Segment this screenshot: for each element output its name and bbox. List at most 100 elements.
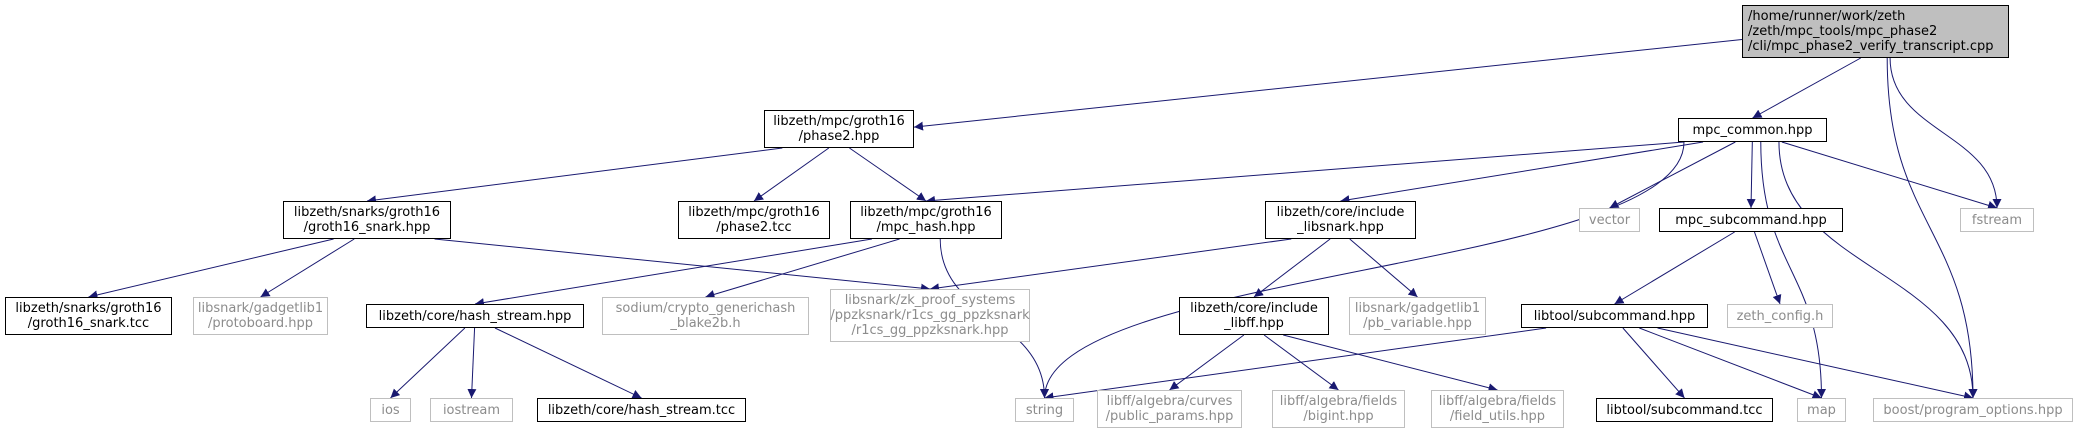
edge-mpc-common-to-program-options	[1778, 141, 1978, 399]
node-program-options: boost/program_options.hpp	[1873, 398, 2073, 422]
edge-libtool-subcommand-to-subcommand-tcc	[1622, 327, 1685, 399]
node-label-line: /bigint.hpp	[1303, 409, 1374, 424]
node-label-line: libsnark/gadgetlib1	[1354, 301, 1481, 316]
node-sodium: sodium/crypto_generichash_blake2b.h	[602, 297, 809, 335]
node-hash-stream-tcc[interactable]: libzeth/core/hash_stream.tcc	[537, 398, 746, 422]
node-ios: ios	[370, 398, 411, 422]
node-label-line: /phase2.tcc	[716, 220, 792, 235]
node-hash-stream[interactable]: libzeth/core/hash_stream.hpp	[366, 304, 584, 328]
edge-root-to-fstream	[1889, 57, 2002, 209]
node-label-line: /groth16_snark.hpp	[303, 220, 431, 235]
edge-groth16-snark-to-protoboard	[260, 238, 355, 298]
edge-core-libsnark-to-core-libff	[1253, 238, 1331, 298]
node-protoboard: libsnark/gadgetlib1/protoboard.hpp	[193, 297, 328, 335]
node-label-line: zeth_config.h	[1736, 308, 1824, 324]
node-mpc-hash[interactable]: libzeth/mpc/groth16/mpc_hash.hpp	[850, 201, 1002, 239]
node-groth16-snark[interactable]: libzeth/snarks/groth16/groth16_snark.hpp	[283, 201, 451, 239]
node-label-line: /pb_variable.hpp	[1363, 316, 1472, 331]
node-label-line: /groth16_snark.tcc	[27, 316, 150, 331]
node-subcommand-tcc[interactable]: libtool/subcommand.tcc	[1596, 398, 1773, 422]
node-label-line: _blake2b.h	[670, 316, 741, 331]
node-vector: vector	[1579, 208, 1640, 232]
edge-phase2-to-mpc-hash	[849, 147, 927, 202]
edge-mpc-common-to-mpc-hash	[925, 141, 1685, 205]
edge-groth16-snark-to-r1cs-ppzksnark	[434, 238, 931, 293]
node-root: /home/runner/work/zeth/zeth/mpc_tools/mp…	[1742, 5, 2009, 58]
edge-mpc-subcommand-to-libtool-subcommand	[1614, 231, 1735, 305]
node-label-line: vector	[1588, 212, 1631, 228]
node-label-line: /r1cs_gg_ppzksnark.hpp	[851, 323, 1009, 338]
node-label-line: /zeth/mpc_tools/mpc_phase2	[1748, 24, 1938, 39]
node-pb-variable: libsnark/gadgetlib1/pb_variable.hpp	[1349, 297, 1486, 335]
edge-core-libsnark-to-r1cs-ppzksnark	[929, 238, 1292, 293]
edge-mpc-common-to-mpc-subcommand	[1746, 141, 1756, 209]
node-bigint: libff/algebra/fields/bigint.hpp	[1272, 390, 1405, 428]
edge-mpc-hash-to-sodium	[705, 238, 900, 299]
node-map: map	[1797, 398, 1846, 422]
node-label-line: libff/algebra/fields	[1279, 394, 1398, 409]
node-mpc-subcommand[interactable]: mpc_subcommand.hpp	[1659, 208, 1843, 232]
node-iostream: iostream	[430, 398, 513, 422]
node-label-line: map	[1807, 402, 1836, 418]
node-mpc-common[interactable]: mpc_common.hpp	[1678, 118, 1827, 142]
node-label-line: libzeth/core/hash_stream.tcc	[547, 402, 736, 418]
edge-hash-stream-to-iostream	[467, 327, 477, 399]
edge-mpc-common-to-string	[1040, 141, 1685, 399]
node-public-params: libff/algebra/curves/public_params.hpp	[1097, 390, 1242, 428]
node-label-line: mpc_common.hpp	[1692, 122, 1813, 138]
edge-mpc-common-to-core-libsnark	[1340, 141, 1704, 204]
edge-hash-stream-to-ios	[390, 327, 466, 399]
node-label-line: /cli/mpc_phase2_verify_transcript.cpp	[1748, 39, 1994, 54]
edge-root-to-mpc-common	[1752, 57, 1861, 119]
node-label-line: mpc_subcommand.hpp	[1675, 212, 1827, 228]
node-label-line: libzeth/core/include	[1190, 301, 1318, 316]
edge-phase2-to-groth16-snark	[366, 147, 783, 205]
node-string: string	[1015, 398, 1074, 422]
edge-core-libsnark-to-pb-variable	[1349, 238, 1418, 298]
node-label-line: string	[1025, 402, 1064, 418]
node-label-line: libzeth/snarks/groth16	[293, 205, 441, 220]
node-libtool-subcommand[interactable]: libtool/subcommand.hpp	[1521, 304, 1708, 328]
node-phase2[interactable]: libzeth/mpc/groth16/phase2.hpp	[764, 110, 914, 148]
node-field-utils: libff/algebra/fields/field_utils.hpp	[1431, 390, 1564, 428]
node-label-line: /protoboard.hpp	[207, 316, 314, 331]
node-label-line: /home/runner/work/zeth	[1748, 9, 1906, 24]
node-label-line: iostream	[442, 402, 501, 418]
node-label-line: ios	[381, 402, 400, 418]
node-label-line: libzeth/snarks/groth16	[15, 301, 162, 316]
node-groth16-snark-tcc[interactable]: libzeth/snarks/groth16/groth16_snark.tcc	[5, 297, 172, 335]
node-label-line: libsnark/zk_proof_systems	[844, 293, 1016, 308]
edge-hash-stream-to-hash-stream-tcc	[494, 327, 642, 399]
edge-core-libff-to-field-utils	[1283, 334, 1498, 393]
node-label-line: libtool/subcommand.tcc	[1606, 402, 1763, 418]
node-label-line: libzeth/mpc/groth16	[860, 205, 992, 220]
node-fstream: fstream	[1960, 208, 2034, 232]
node-label-line: boost/program_options.hpp	[1883, 402, 2063, 418]
edge-libtool-subcommand-to-program-options	[1657, 327, 1974, 401]
edge-mpc-hash-to-hash-stream	[474, 238, 872, 307]
edge-libtool-subcommand-to-map	[1639, 327, 1822, 399]
node-label-line: libzeth/mpc/groth16	[688, 205, 820, 220]
edge-mpc-common-to-fstream	[1781, 141, 1998, 210]
node-label-line: libtool/subcommand.hpp	[1533, 308, 1696, 324]
node-label-line: libzeth/mpc/groth16	[773, 114, 905, 129]
node-label-line: /ppzksnark/r1cs_gg_ppzksnark	[830, 308, 1030, 323]
node-label-line: libff/algebra/curves	[1106, 394, 1233, 409]
node-label-line: libzeth/core/include	[1276, 205, 1405, 220]
node-phase2-tcc[interactable]: libzeth/mpc/groth16/phase2.tcc	[678, 201, 830, 239]
node-label-line: libff/algebra/fields	[1438, 394, 1557, 409]
node-r1cs-ppzksnark: libsnark/zk_proof_systems/ppzksnark/r1cs…	[830, 289, 1030, 342]
node-label-line: /mpc_hash.hpp	[876, 220, 976, 235]
node-label-line: _libsnark.hpp	[1297, 220, 1384, 235]
node-zeth-config: zeth_config.h	[1727, 304, 1833, 328]
edge-root-to-program-options	[1886, 57, 1978, 399]
edge-phase2-to-phase2-tcc	[753, 147, 830, 202]
edge-core-libff-to-public-params	[1169, 334, 1245, 391]
node-core-libsnark[interactable]: libzeth/core/include_libsnark.hpp	[1265, 201, 1416, 239]
edge-mpc-subcommand-to-zeth-config	[1754, 231, 1782, 305]
node-label-line: libzeth/core/hash_stream.hpp	[378, 308, 572, 324]
edge-libtool-subcommand-to-string	[1044, 327, 1547, 402]
node-core-libff[interactable]: libzeth/core/include_libff.hpp	[1179, 297, 1329, 335]
node-label-line: /phase2.hpp	[798, 129, 880, 144]
edge-root-to-phase2	[913, 38, 1743, 131]
